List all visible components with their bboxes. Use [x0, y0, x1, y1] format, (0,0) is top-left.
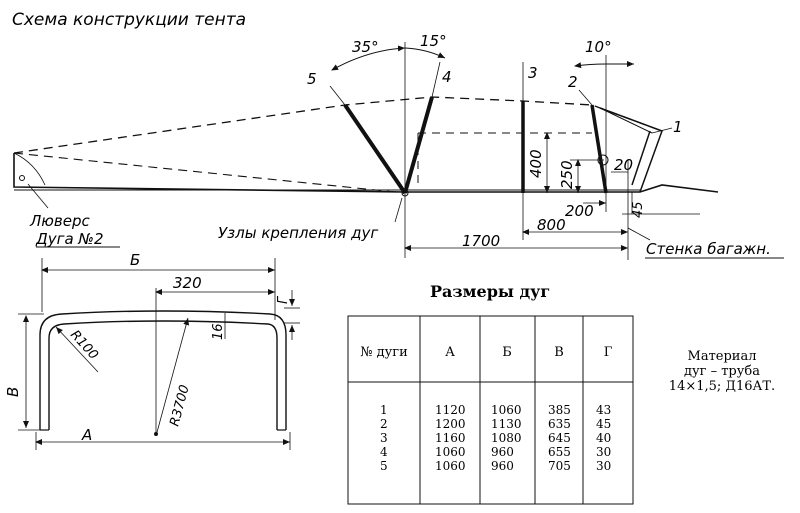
cell-B: 1130 [491, 417, 522, 431]
cell-G: 40 [596, 431, 611, 445]
dim-200: 200 [565, 202, 594, 220]
dim-400: 400 [527, 149, 545, 178]
table-row: 5 1060 960 705 30 [380, 459, 611, 473]
table-row: 4 1060 960 655 30 [380, 445, 611, 459]
dim-1700: 1700 [462, 232, 500, 250]
cell-G: 43 [596, 403, 611, 417]
cell-number: 3 [380, 431, 388, 445]
cell-G: 30 [596, 459, 611, 473]
canopy-lower-line [13, 152, 406, 194]
header-arc-number: № дуги [360, 345, 408, 360]
cell-V: 655 [548, 445, 571, 459]
dim-250: 250 [558, 160, 576, 189]
material-line-3: 14×1,5; Д16АТ. [669, 379, 775, 394]
header-B: Б [502, 345, 512, 360]
cell-G: 45 [596, 417, 611, 431]
side-view [13, 42, 784, 260]
arc-1-line [631, 130, 651, 186]
dim-320: 320 [173, 274, 202, 292]
dim-20: 20 [614, 156, 633, 174]
header-G: Г [604, 345, 613, 360]
cell-A: 1160 [435, 431, 466, 445]
cell-G: 30 [596, 445, 611, 459]
grommet-circle [19, 175, 25, 181]
table-row: 2 1200 1130 635 45 [380, 417, 611, 431]
cell-number: 4 [380, 445, 388, 459]
arc-tube-outer [39, 310, 287, 430]
arc-number-2: 2 [568, 73, 578, 91]
arc-number-5: 5 [307, 70, 317, 88]
cell-A: 1120 [435, 403, 466, 417]
header-A: А [445, 345, 455, 360]
dim-A: А [81, 426, 92, 444]
canopy-outline [13, 96, 663, 154]
cell-number: 2 [380, 417, 388, 431]
dim-16: 16 [211, 323, 226, 340]
cell-B: 1080 [491, 431, 522, 445]
arc-5-line [343, 103, 407, 195]
arc-tube-inner [48, 320, 278, 430]
arc-table [347, 315, 634, 505]
table-header: № дуги А Б В Г [360, 345, 612, 360]
table-row: 3 1160 1080 645 40 [380, 431, 611, 445]
cell-V: 645 [548, 431, 571, 445]
dim-V: В [4, 387, 22, 397]
material-note: Материал дуг – труба 14×1,5; Д16АТ. [669, 349, 775, 394]
cell-number: 5 [380, 459, 388, 473]
cell-V: 385 [548, 403, 571, 417]
label-grommet: Люверс [29, 212, 90, 230]
dim-G: Г [276, 295, 291, 304]
arc-number-4: 4 [442, 68, 452, 86]
material-line-1: Материал [688, 349, 757, 364]
cell-number: 1 [380, 403, 388, 417]
cell-B: 960 [491, 459, 514, 473]
body-outline [13, 153, 719, 193]
arc-4-line [403, 96, 434, 194]
diagram-title: Схема конструкции тента [12, 10, 246, 30]
label-trunk-wall: Стенка багажн. [646, 240, 771, 258]
arc-number-1: 1 [673, 118, 683, 136]
label-R100: R100 [67, 328, 101, 363]
table-title: Размеры дуг [430, 282, 550, 301]
arc-number-3: 3 [528, 64, 538, 82]
angle-35: 35° [352, 38, 379, 56]
cell-A: 1060 [435, 459, 466, 473]
cell-A: 1060 [435, 445, 466, 459]
dim-45: 45 [631, 201, 646, 218]
cell-B: 960 [491, 445, 514, 459]
header-V: В [554, 345, 564, 360]
table-row: 1 1120 1060 385 43 [380, 403, 611, 417]
arc-detail [18, 258, 300, 450]
label-R3700: R3700 [167, 383, 192, 428]
label-mount-nodes: Узлы крепления дуг [218, 224, 378, 242]
cell-V: 705 [548, 459, 571, 473]
dim-800: 800 [537, 216, 566, 234]
cell-A: 1200 [435, 417, 466, 431]
angle-15: 15° [420, 32, 447, 50]
angle-10: 10° [585, 38, 612, 56]
dim-B: Б [130, 251, 140, 269]
cell-B: 1060 [491, 403, 522, 417]
arc-2-line [590, 104, 608, 194]
cell-V: 635 [548, 417, 571, 431]
label-arc-2: Дуга №2 [35, 230, 104, 248]
table-body: 1 1120 1060 385 43 2 1200 1130 635 45 3 … [380, 403, 611, 473]
trunk-lid [599, 107, 663, 193]
material-line-2: дуг – труба [684, 364, 760, 379]
